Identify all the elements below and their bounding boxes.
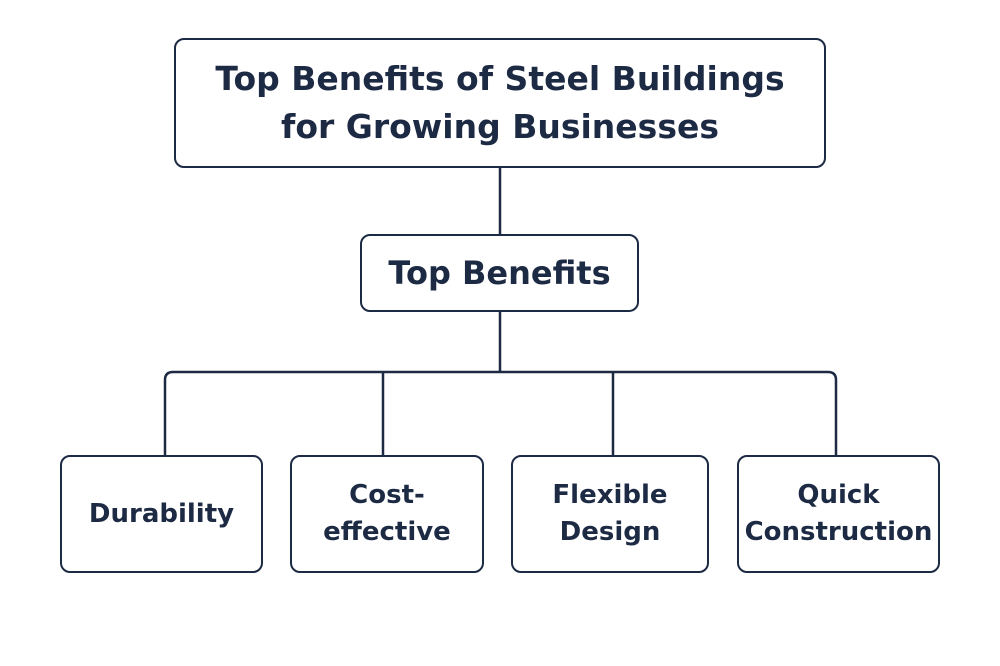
- benefit-label-line: Flexible: [552, 480, 668, 510]
- benefit-node-flexible-design: Flexible Design: [511, 455, 709, 573]
- category-label: Top Benefits: [388, 254, 611, 292]
- benefit-label-line: Durability: [88, 498, 235, 529]
- root-node-title: Top Benefits of Steel Buildings for Grow…: [215, 55, 784, 151]
- benefit-node-quick-construction: Quick Construction: [737, 455, 940, 573]
- connector-bus: [163, 370, 838, 455]
- benefit-node-durability: Durability: [60, 455, 263, 573]
- root-node: Top Benefits of Steel Buildings for Grow…: [174, 38, 826, 168]
- category-node: Top Benefits: [360, 234, 639, 312]
- benefit-node-cost-effective: Cost- effective: [290, 455, 484, 573]
- benefit-label-line: Design: [559, 517, 661, 547]
- root-title-line-1: Top Benefits of Steel Buildings: [215, 59, 785, 98]
- benefit-label-line: Quick: [797, 480, 880, 510]
- root-title-line-2: for Growing Businesses: [280, 107, 719, 146]
- benefit-label-line: effective: [323, 517, 451, 547]
- benefit-label-line: Cost-: [349, 480, 425, 510]
- benefit-label-line: Construction: [744, 517, 933, 547]
